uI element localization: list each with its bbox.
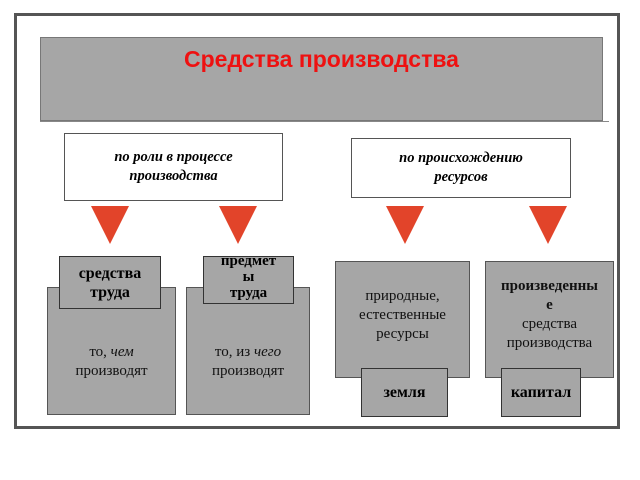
objects-of-labor-emphasis: чего <box>253 344 282 360</box>
tag-means-line1: средства <box>78 264 142 282</box>
panel-objects-of-labor-line2: производят <box>211 363 285 379</box>
tag-land: земля <box>361 368 448 417</box>
criterion-role: по роли в процессе производства <box>64 133 283 201</box>
arrow-down-icon <box>219 206 257 244</box>
arrow-down-icon <box>529 206 567 244</box>
title-banner <box>40 37 603 121</box>
tag-land-label: земля <box>383 383 426 401</box>
tag-objects-of-labor: предмет ы труда <box>203 256 294 304</box>
arrow-down-icon <box>91 206 129 244</box>
produced-line4: производства <box>506 334 593 351</box>
criterion-origin-line2: ресурсов <box>434 169 488 185</box>
panel-objects-of-labor: то, из чего производят <box>186 287 310 415</box>
panel-means-of-labor-line2: производят <box>75 363 148 379</box>
criterion-origin-line1: по происхождению <box>399 150 523 166</box>
criterion-role-line2: производства <box>129 168 218 184</box>
tag-objects-line1: предмет <box>220 256 277 269</box>
tag-capital: капитал <box>501 368 581 417</box>
panel-means-of-labor-line1: то, чем <box>89 343 133 362</box>
natural-line1: природные, <box>365 288 440 304</box>
panel-natural-resources: природные, естественные ресурсы <box>335 261 470 378</box>
objects-of-labor-prefix: то, из <box>214 344 254 360</box>
natural-line2: естественные <box>359 307 446 323</box>
tag-capital-label: капитал <box>510 383 572 401</box>
produced-line2: е <box>546 296 553 313</box>
tag-means-line2: труда <box>90 283 130 301</box>
produced-line1: произведенны <box>501 277 598 294</box>
arrow-down-icon <box>386 206 424 244</box>
tag-objects-line2: ы <box>242 269 255 285</box>
tag-means-of-labor: средства труда <box>59 256 161 309</box>
criterion-origin: по происхождению ресурсов <box>351 138 571 198</box>
divider-line <box>40 121 609 122</box>
panel-produced-means: произведенны е средства производства <box>485 261 614 378</box>
criterion-role-line1: по роли в процессе <box>114 149 233 165</box>
means-of-labor-emphasis: чем <box>110 344 134 360</box>
panel-objects-of-labor-line1: то, из чего <box>215 343 281 362</box>
diagram-title: Средства производства <box>184 46 459 72</box>
tag-objects-line3: труда <box>229 285 268 301</box>
natural-line3: ресурсы <box>376 326 429 342</box>
produced-line3: средства <box>521 315 577 332</box>
means-of-labor-prefix: то, <box>89 344 111 360</box>
